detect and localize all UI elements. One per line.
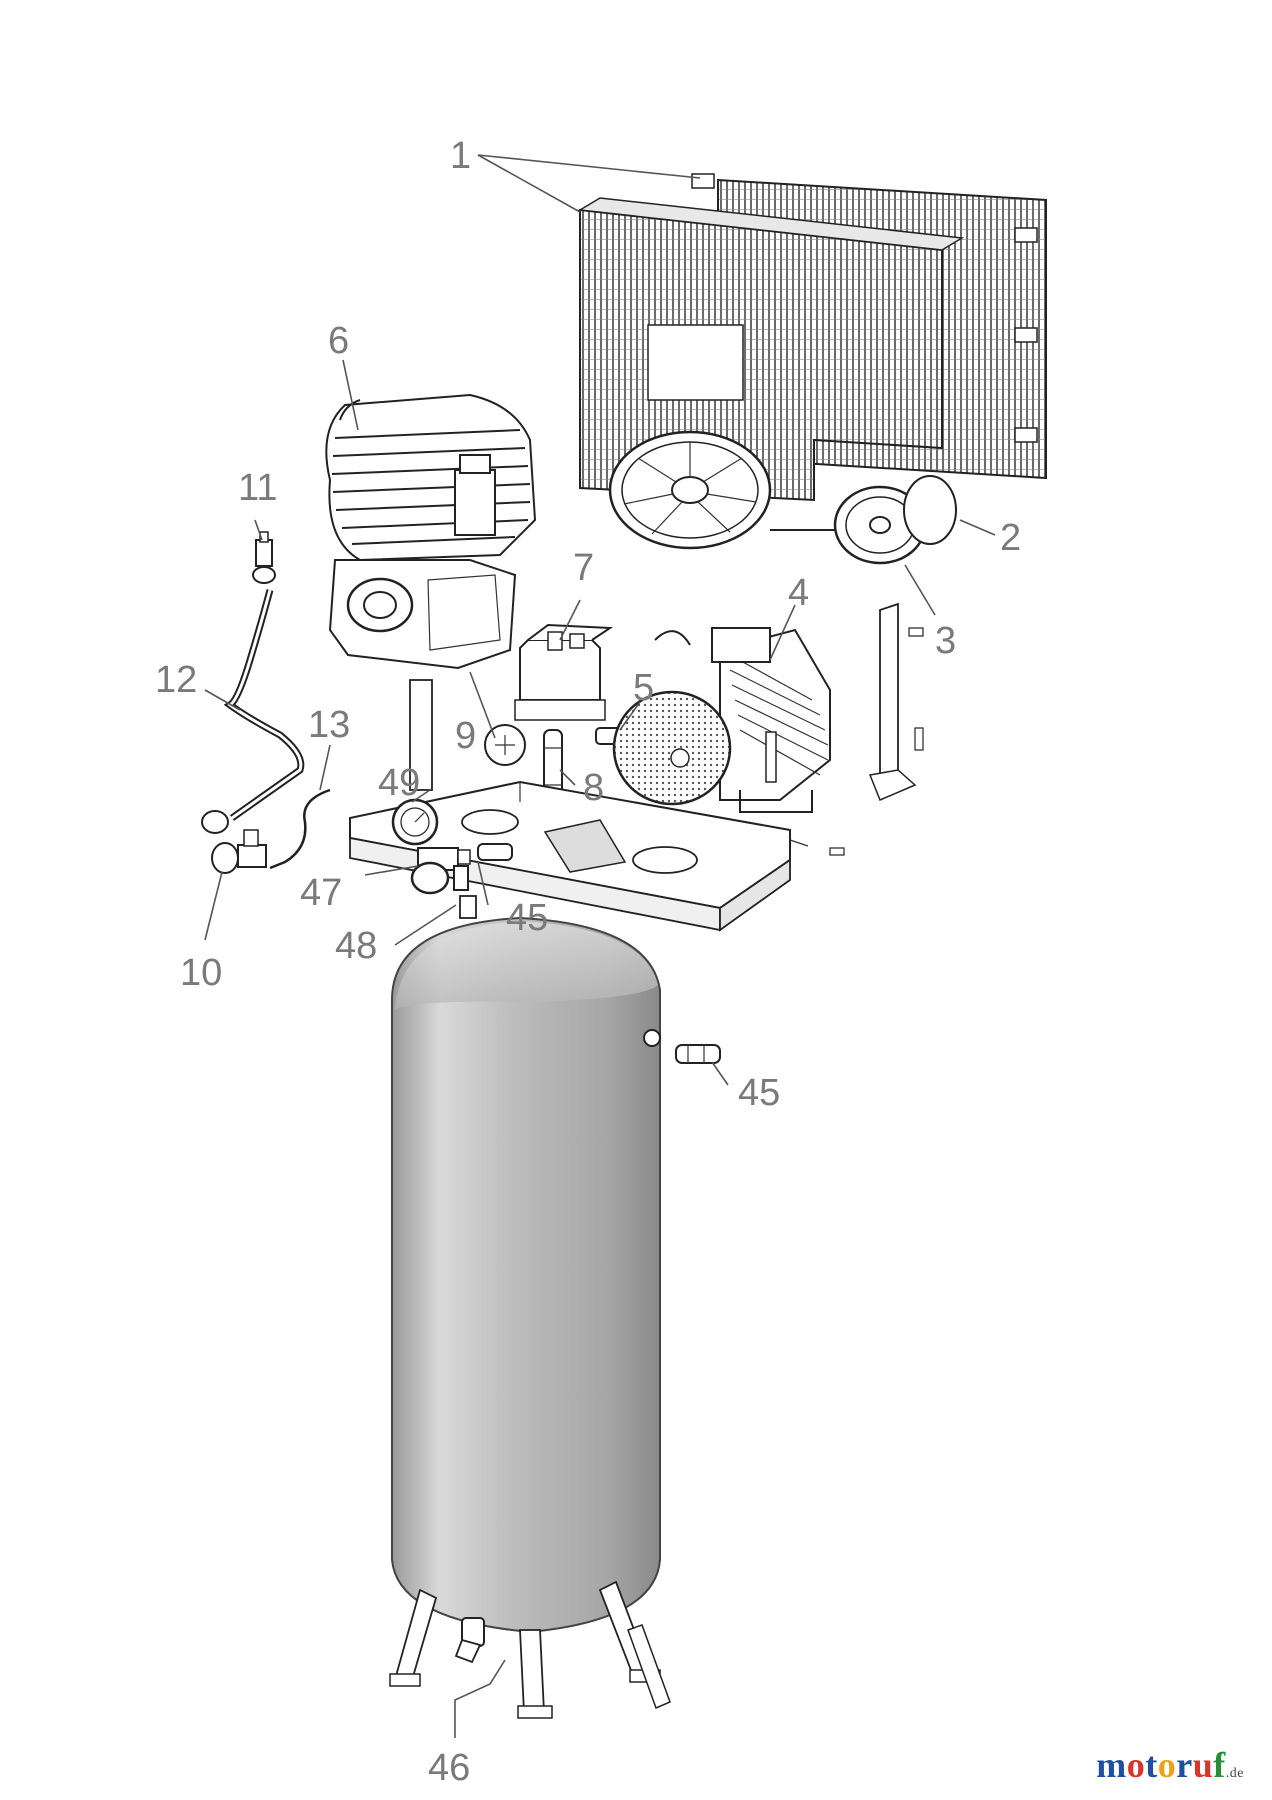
callout-13: 13: [308, 704, 350, 746]
belt-guard: [577, 173, 1047, 502]
callout-labels: 1 2 3 4 5 6 7 8 9 10 11 12 13 45 45 46 4…: [155, 135, 1021, 1789]
pressure-switch: [514, 623, 614, 721]
leader-lines: [204, 154, 996, 1738]
safety-valve: [484, 724, 526, 766]
callout-12: 12: [155, 659, 197, 701]
callout-11: 11: [238, 467, 277, 509]
callout-47: 47: [300, 872, 342, 914]
logo-letter: u: [1192, 1745, 1214, 1785]
callout-10: 10: [180, 952, 222, 994]
drain-valve-46: [454, 1617, 485, 1664]
logo-letter: r: [1176, 1745, 1193, 1785]
nipple-48: [453, 865, 477, 919]
callout-2: 2: [1000, 517, 1021, 559]
motoruf-logo: motoruf.de: [1096, 1744, 1244, 1786]
logo-letter: m: [1096, 1745, 1127, 1785]
manifold-47: [410, 847, 471, 895]
callout-5: 5: [633, 667, 654, 709]
coupling-45-tank: [675, 1044, 721, 1064]
callout-9: 9: [455, 715, 476, 757]
callout-1: 1: [450, 135, 471, 177]
union-fitting-11: [252, 531, 276, 584]
logo-wordmark: motoruf: [1096, 1745, 1226, 1785]
callout-45-tank: 45: [738, 1072, 780, 1114]
callout-45-top: 45: [506, 897, 548, 939]
air-tank: [391, 916, 661, 1634]
motor-rail: [868, 602, 924, 801]
tee-fitting-10: [211, 829, 267, 874]
coupling-45-top: [477, 843, 513, 861]
logo-suffix: .de: [1225, 1766, 1244, 1781]
logo-letter: t: [1145, 1745, 1158, 1785]
electric-motor: [612, 627, 831, 813]
callout-7: 7: [573, 547, 594, 589]
callout-3: 3: [935, 620, 956, 662]
callout-6: 6: [328, 320, 349, 362]
logo-letter: f: [1213, 1745, 1226, 1785]
compressor-pump: [325, 393, 537, 791]
callout-49: 49: [378, 762, 420, 804]
callout-46: 46: [428, 1747, 470, 1789]
callout-48: 48: [335, 925, 377, 967]
pressure-hose: [201, 589, 305, 834]
control-cable: [269, 788, 331, 870]
tank-legs: [389, 1580, 671, 1719]
pressure-gauge-49: [391, 798, 439, 846]
callout-4: 4: [788, 572, 809, 614]
logo-letter: o: [1126, 1745, 1146, 1785]
callout-8: 8: [583, 767, 604, 809]
motor-pulley: [833, 475, 957, 565]
logo-letter: o: [1157, 1745, 1177, 1785]
